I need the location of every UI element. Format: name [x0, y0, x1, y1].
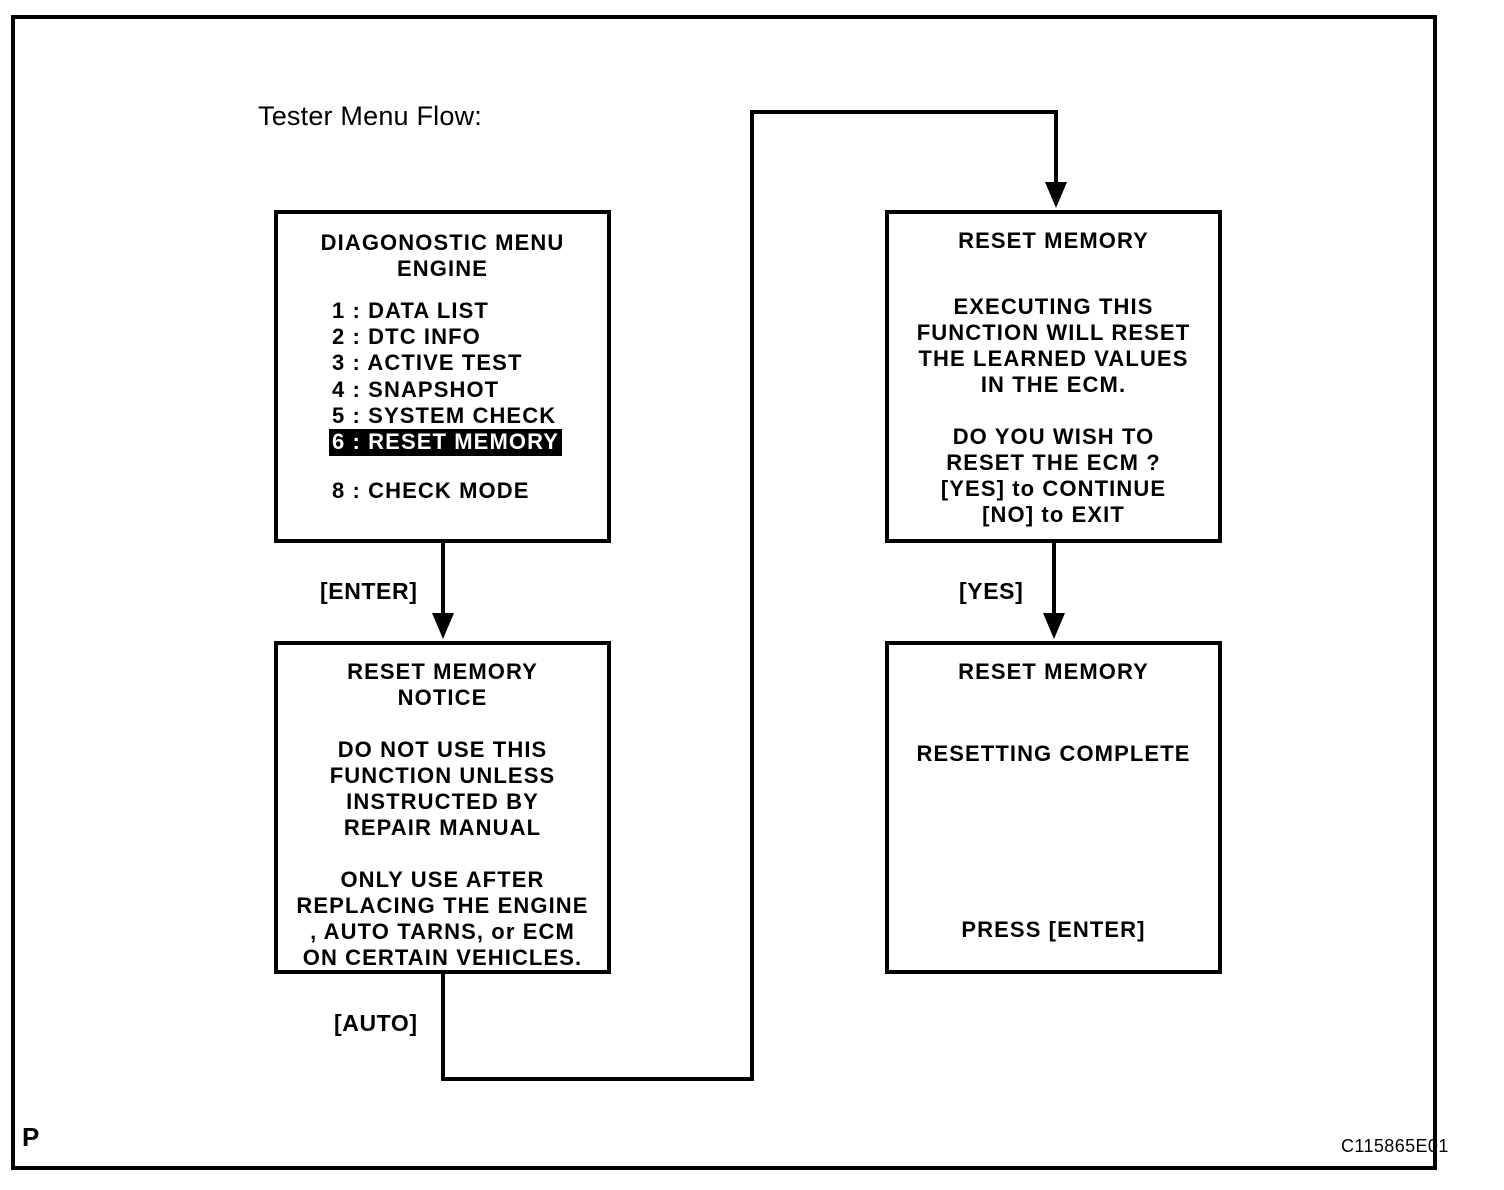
- edge-label-auto: [AUTO]: [334, 1010, 418, 1036]
- confirm-text-line: FUNCTION WILL RESET: [916, 320, 1191, 345]
- complete-status-text: RESETTING COMPLETE: [916, 741, 1191, 766]
- menu-item-check-mode[interactable]: 8 : CHECK MODE: [332, 478, 530, 504]
- figure-reference-code: C115865E01: [1341, 1136, 1449, 1156]
- spacer: [889, 398, 1218, 424]
- notice-text-line: REPLACING THE ENGINE: [296, 893, 589, 918]
- screen-box-reset-notice: RESET MEMORY NOTICE DO NOT USE THIS FUNC…: [274, 641, 611, 974]
- notice-text-line: FUNCTION UNLESS: [329, 763, 556, 788]
- spacer: [278, 841, 607, 867]
- edge-label-yes: [YES]: [959, 578, 1024, 604]
- spacer: [889, 685, 1218, 725]
- screen-box-reset-confirm: RESET MEMORY EXECUTING THIS FUNCTION WIL…: [885, 210, 1222, 543]
- menu-spacer: [332, 456, 607, 478]
- screen-title-line: RESET MEMORY: [958, 659, 1149, 684]
- connector-enter-line: [441, 543, 445, 619]
- confirm-text-line: RESET THE ECM ?: [946, 450, 1161, 475]
- menu-item-dtc-info[interactable]: 2 : DTC INFO: [332, 324, 481, 350]
- spacer: [889, 254, 1218, 294]
- connector-yes-line: [1052, 543, 1056, 619]
- menu-item-snapshot[interactable]: 4 : SNAPSHOT: [332, 376, 500, 402]
- confirm-text-line: EXECUTING THIS: [953, 294, 1154, 319]
- connector-auto-line-right: [441, 1077, 754, 1081]
- connector-auto-line-up: [750, 110, 754, 1081]
- confirm-option-yes[interactable]: [YES] to CONTINUE: [940, 476, 1167, 501]
- confirm-text-line: THE LEARNED VALUES: [918, 346, 1189, 371]
- notice-text-line: ON CERTAIN VEHICLES.: [302, 945, 583, 970]
- edge-label-enter: [ENTER]: [320, 578, 418, 604]
- menu-item-data-list[interactable]: 1 : DATA LIST: [332, 298, 489, 323]
- menu-item-system-check[interactable]: 5 : SYSTEM CHECK: [332, 402, 557, 428]
- menu-list: 1 : DATA LIST 2 : DTC INFO 3 : ACTIVE TE…: [278, 298, 607, 504]
- notice-text-line: REPAIR MANUAL: [343, 815, 542, 840]
- confirm-text-line: IN THE ECM.: [980, 372, 1127, 397]
- notice-text-line: INSTRUCTED BY: [346, 789, 539, 814]
- connector-auto-arrowhead: [1045, 182, 1067, 208]
- screen-title-line: RESET MEMORY: [958, 228, 1149, 253]
- screen-box-diagnostic-menu: DIAGONOSTIC MENU ENGINE 1 : DATA LIST 2 …: [274, 210, 611, 543]
- page-border: [11, 15, 1437, 1170]
- screen-title-line: NOTICE: [397, 685, 488, 710]
- notice-text-line: DO NOT USE THIS: [337, 737, 548, 762]
- connector-auto-line-top: [750, 110, 1058, 114]
- connector-auto-line-into-box: [1054, 110, 1058, 186]
- connector-yes-arrowhead: [1043, 613, 1065, 639]
- screen-box-reset-complete: RESET MEMORY RESETTING COMPLETE PRESS [E…: [885, 641, 1222, 974]
- menu-item-active-test[interactable]: 3 : ACTIVE TEST: [332, 350, 523, 376]
- connector-auto-line-down: [441, 974, 445, 1081]
- spacer: [889, 767, 1218, 917]
- page-mark: P: [22, 1122, 40, 1152]
- confirm-text-line: DO YOU WISH TO: [952, 424, 1155, 449]
- notice-text-line: ONLY USE AFTER: [340, 867, 545, 892]
- screen-title-line: DIAGONOSTIC MENU: [320, 230, 565, 255]
- spacer: [889, 725, 1218, 741]
- confirm-option-no[interactable]: [NO] to EXIT: [982, 502, 1125, 527]
- complete-prompt-text: PRESS [ENTER]: [961, 917, 1146, 942]
- spacer: [278, 711, 607, 737]
- menu-item-reset-memory-selected[interactable]: 6 : RESET MEMORY: [329, 429, 563, 457]
- screen-title-line: ENGINE: [397, 256, 488, 281]
- connector-enter-arrowhead: [432, 613, 454, 639]
- page-title: Tester Menu Flow:: [258, 101, 482, 131]
- notice-text-line: , AUTO TARNS, or ECM: [310, 919, 575, 944]
- screen-title-line: RESET MEMORY: [347, 659, 538, 684]
